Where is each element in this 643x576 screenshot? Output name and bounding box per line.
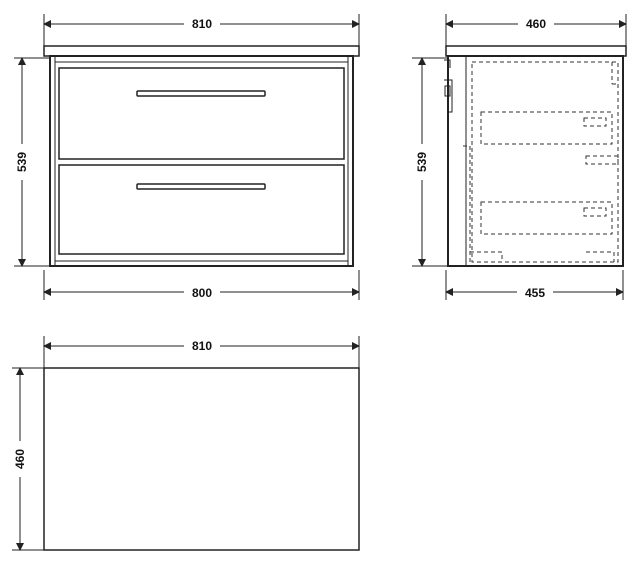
top-width-label: 810 [192, 339, 212, 353]
top-view-worktop [43, 367, 360, 551]
top-drawer-clip-hidden [583, 117, 607, 127]
front-width-bottom-dimension: 800 [43, 270, 360, 300]
bottom-drawer-runner-hidden [480, 201, 613, 235]
side-carcass [447, 55, 624, 267]
side-view: 460 539 [412, 14, 627, 300]
side-bracket-hidden [585, 155, 619, 165]
side-depth-top-dimension: 460 [445, 14, 627, 46]
side-worktop [445, 45, 627, 57]
top-depth-dimension: 460 [12, 367, 44, 551]
side-depth-bottom-dimension: 455 [445, 270, 624, 300]
top-drawer-handle [136, 90, 266, 97]
front-width-top-label: 810 [192, 17, 212, 31]
bottom-drawer [58, 164, 345, 255]
top-depth-label: 460 [13, 449, 27, 469]
side-foot-hidden [586, 251, 615, 262]
side-height-dimension: 539 [412, 57, 448, 267]
front-worktop [43, 45, 360, 57]
side-height-label: 539 [415, 152, 429, 172]
side-handle-profile [444, 59, 453, 113]
side-hidden-drawer-box [471, 61, 619, 263]
front-width-bottom-label: 800 [192, 286, 212, 300]
bottom-drawer-clip-hidden [583, 207, 607, 217]
front-height-dimension: 539 [14, 57, 50, 267]
front-view: 810 539 800 [14, 14, 360, 300]
top-width-dimension: 810 [43, 336, 360, 368]
top-view: 810 460 [12, 336, 360, 551]
side-depth-bottom-label: 455 [525, 286, 545, 300]
bottom-drawer-handle [136, 183, 266, 190]
side-depth-top-label: 460 [526, 17, 546, 31]
top-drawer [58, 67, 345, 160]
side-plinth-hidden [463, 145, 503, 262]
front-height-label: 539 [15, 152, 29, 172]
front-carcass [49, 55, 354, 267]
front-width-top-dimension: 810 [43, 14, 360, 46]
top-drawer-runner-hidden [480, 111, 613, 145]
